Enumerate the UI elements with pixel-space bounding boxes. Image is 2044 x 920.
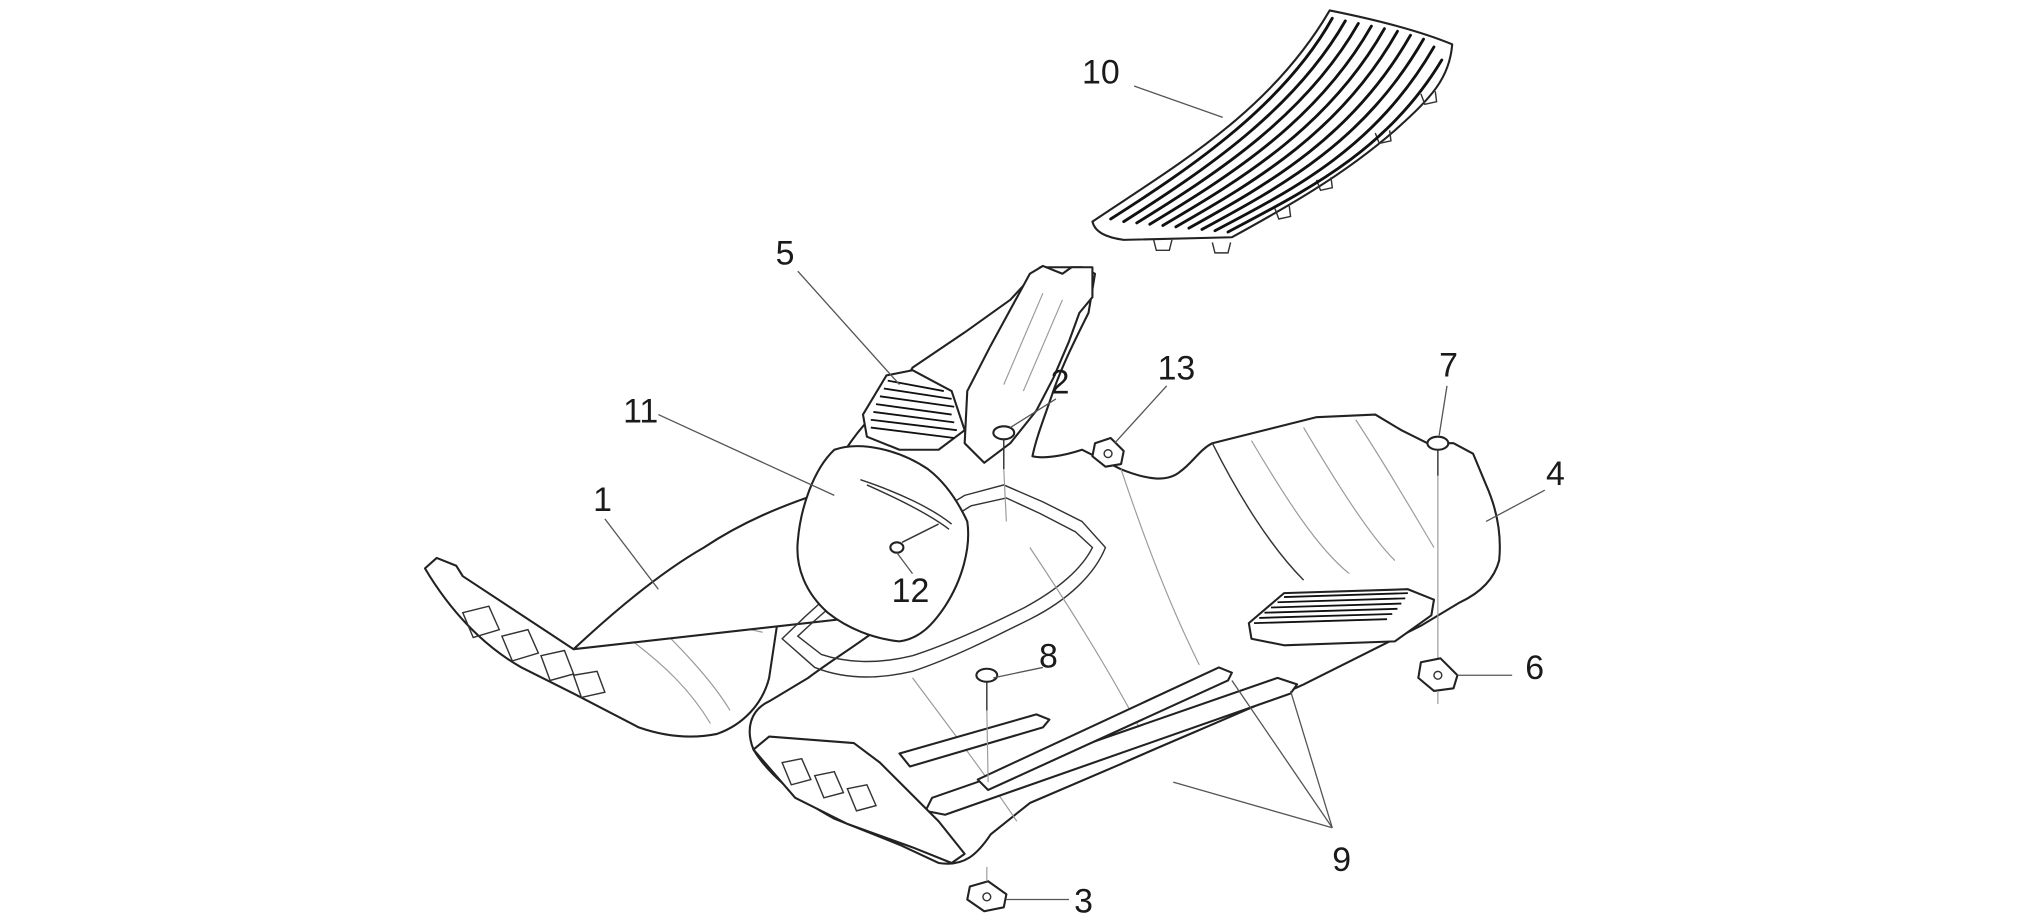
nut-3-part	[966, 866, 1008, 913]
callout-7: 7	[1439, 347, 1458, 385]
callout-8: 8	[1039, 637, 1058, 675]
callout-13: 13	[1158, 349, 1196, 387]
small-pad-part	[861, 369, 966, 451]
nut-6-part	[1417, 657, 1459, 704]
leader-lines	[604, 85, 1546, 901]
floor-mat-part	[1091, 9, 1454, 254]
callout-10: 10	[1082, 53, 1120, 91]
callout-labels: 10 5 2 13 7 11 1 4 12 8 6 9 3	[593, 53, 1565, 920]
nut-13-part	[1091, 436, 1125, 468]
screw-7-part	[1426, 435, 1450, 659]
callout-3: 3	[1074, 883, 1093, 914]
callout-2: 2	[1051, 364, 1070, 402]
center-cover-part	[796, 445, 970, 643]
callout-4: 4	[1546, 455, 1565, 493]
callout-1: 1	[593, 481, 612, 519]
callout-12: 12	[892, 572, 930, 610]
screw-8-part	[975, 667, 999, 783]
footboard-body-part	[423, 264, 1501, 865]
callout-5: 5	[776, 235, 795, 273]
screw-12-part	[889, 523, 939, 554]
screw-2-part	[992, 425, 1016, 522]
callout-6: 6	[1525, 649, 1544, 687]
callout-9: 9	[1332, 841, 1351, 879]
callout-11: 11	[623, 392, 658, 430]
